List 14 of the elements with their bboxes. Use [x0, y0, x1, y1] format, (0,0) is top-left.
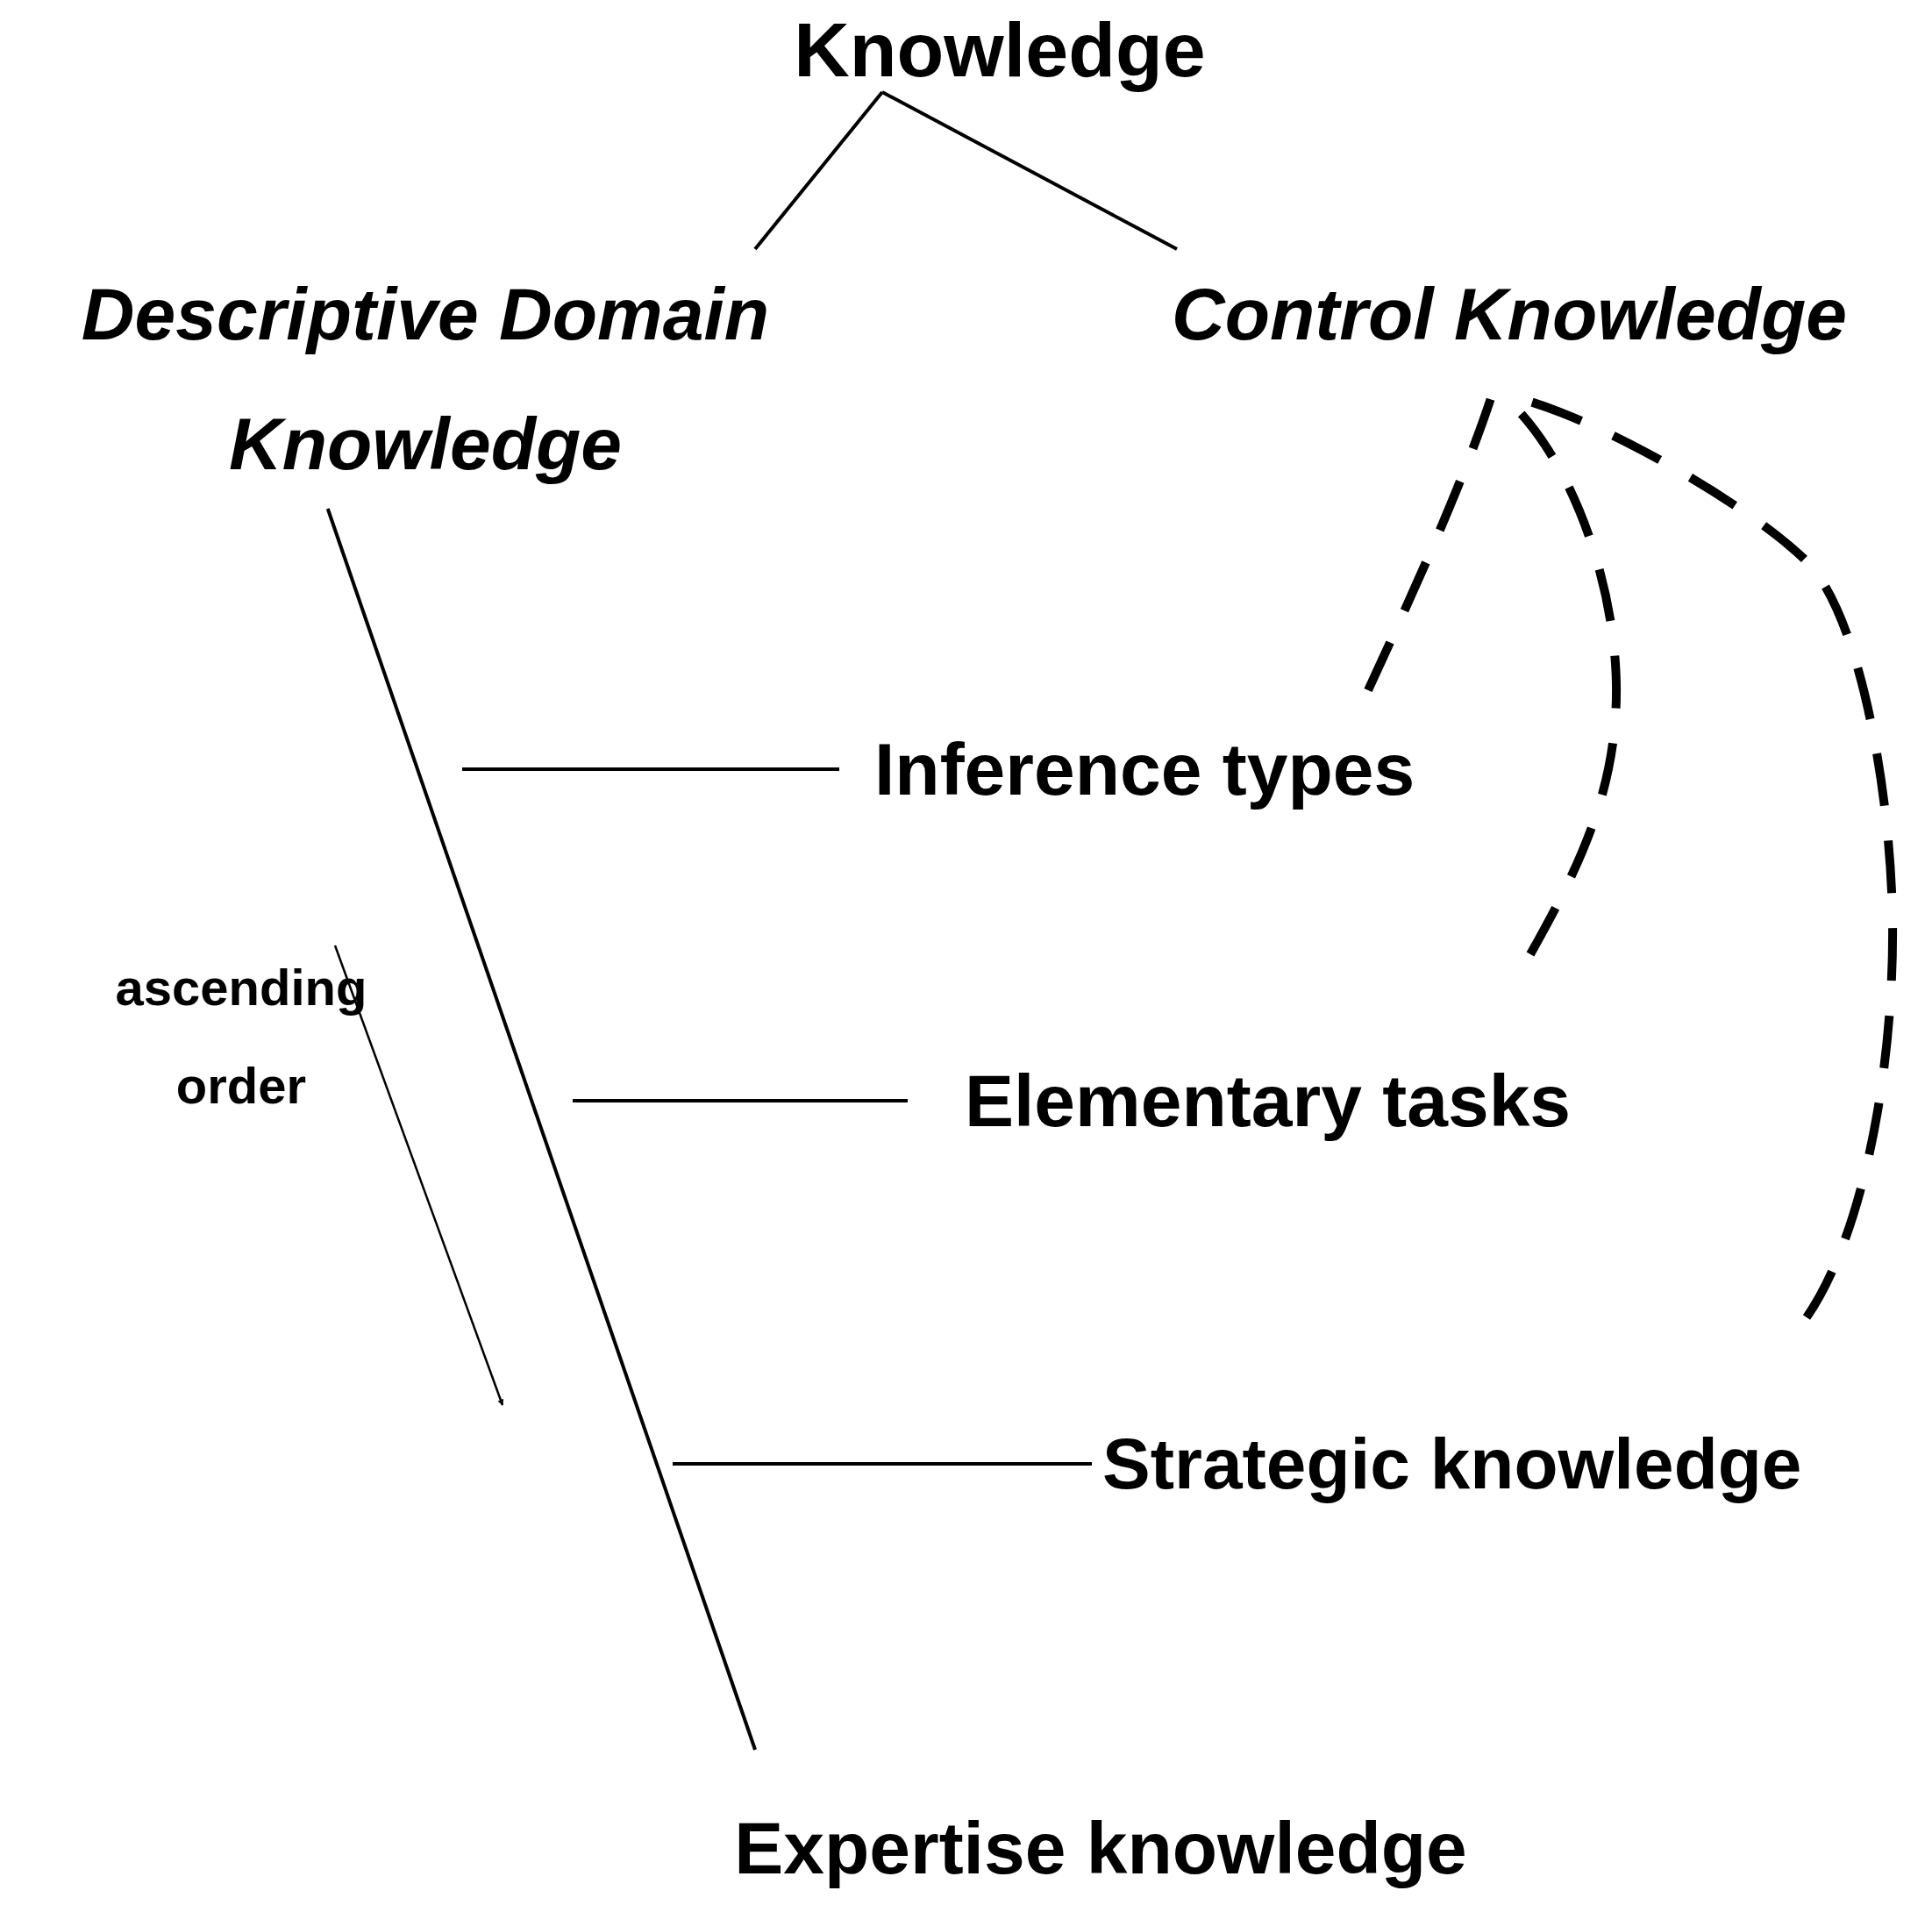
node-label: Strategic knowledge [1102, 1422, 1802, 1505]
dashed-connector [1364, 396, 1495, 693]
connector-line [325, 508, 757, 1751]
node-label: Inference types [874, 726, 1415, 812]
node-label: Elementary tasks [965, 1058, 1572, 1144]
connector-line [881, 90, 1178, 251]
connector-line [753, 90, 884, 251]
node-label: Control Knowledge [1172, 272, 1847, 357]
connector-line [573, 1099, 908, 1102]
connector-line [462, 767, 839, 771]
node-label: Descriptive Domain Knowledge [80, 272, 771, 487]
node-label: Expertise knowledge [734, 1806, 1467, 1891]
connector-line [673, 1462, 1092, 1466]
node-label: Knowledge [794, 4, 1206, 95]
